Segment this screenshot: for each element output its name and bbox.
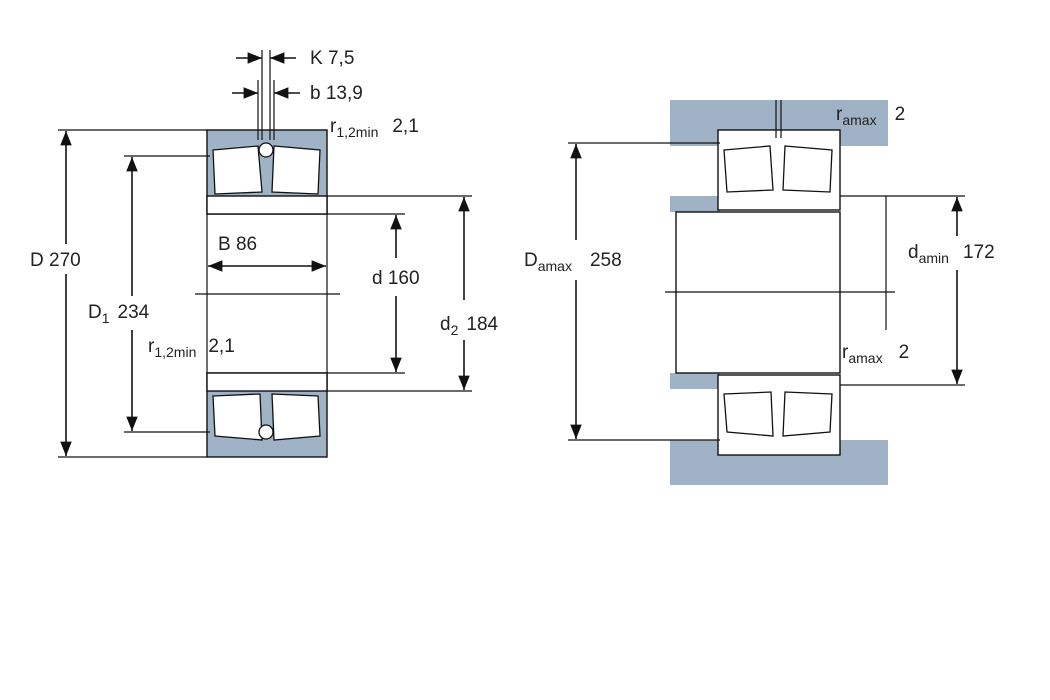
k-label: K 7,5 [310,48,354,69]
lower-roller-left [212,393,263,441]
mounted-lower-roller-right [782,391,833,437]
b-label: b 13,9 [310,83,363,104]
lower-inner-face [206,372,328,392]
mounted-upper-roller-left [723,145,774,193]
mounting-section [665,100,895,485]
lower-roller-right [271,393,321,441]
da-max-dimension [568,142,720,441]
shaft-shoulder-bottom [670,373,720,389]
d2-dimension [327,195,472,392]
housing-bottom-shoulder-right [840,440,888,485]
housing-top-shoulder-right [840,100,888,146]
upper-lube-hole [258,142,274,158]
bore-dimension [327,213,405,374]
upper-inner-face [206,195,328,215]
upper-roller-right [271,145,321,195]
shaft-shoulder-top [670,196,720,212]
groove-dimensions [232,50,300,140]
mounted-lower-roller-left [723,391,774,437]
housing-bottom-shoulder [670,440,718,485]
bearing-section [195,129,340,458]
lower-lube-hole [258,424,274,440]
outer-diameter-label: D 270 [30,250,81,271]
housing-top-shoulder [670,100,718,146]
mounted-upper-roller-right [782,145,833,193]
d1-dimension [124,155,210,433]
upper-roller-left [212,145,263,195]
outer-diameter-dimension [58,129,207,458]
bore-label: d 160 [372,268,420,289]
da-min-dimension [840,195,965,386]
width-label: B 86 [218,234,257,255]
